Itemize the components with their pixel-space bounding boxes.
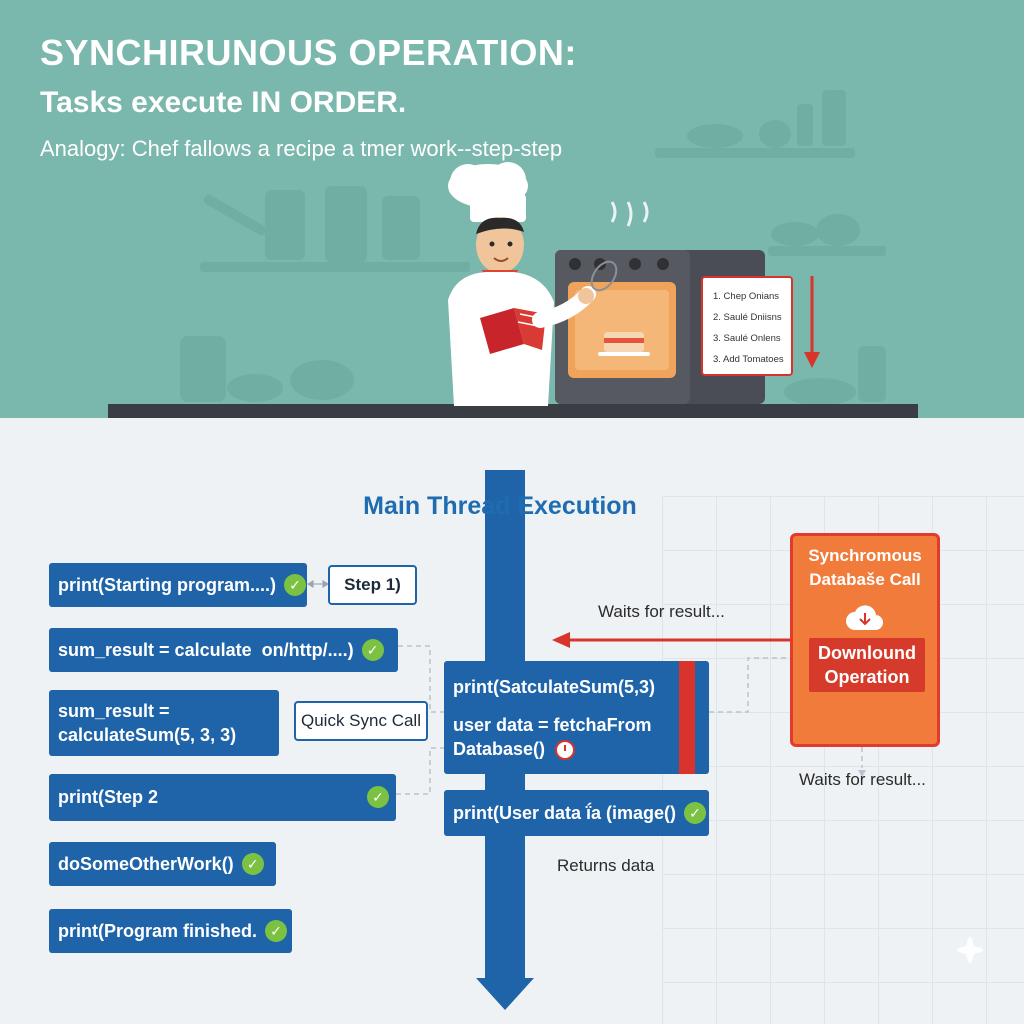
code-step-text: sum_result = calculateSum(5, 3, 3) — [58, 701, 237, 745]
bowl-2 — [759, 120, 791, 148]
code-step-print-step2: print(Step 2 — [49, 774, 396, 821]
dashed-connectors — [396, 645, 863, 795]
execution-diagram: Main Thread Execution print(Starting pro… — [0, 418, 1024, 1024]
pot-right-2 — [816, 214, 860, 246]
page-title: SYNCHIRUNOUS OPERATION: — [40, 32, 577, 73]
chef-figure — [448, 162, 618, 406]
waits-label-top: Waits for result... — [598, 602, 725, 621]
shelf-right-top — [655, 148, 855, 158]
blocking-line-1: print(SatculateSum(5,3) — [453, 676, 656, 697]
pot-right — [771, 222, 819, 246]
jar-2 — [325, 186, 367, 262]
step-connector — [306, 579, 330, 589]
jar-1 — [265, 190, 305, 260]
blocking-line-3-wrap: Database() — [453, 737, 576, 761]
jar-3 — [382, 196, 420, 260]
code-step-text: sum_result = calculate on/http/....) — [58, 639, 354, 660]
bottle-2 — [822, 90, 846, 146]
step-1-text: Step 1) — [344, 575, 401, 594]
code-step-calculate: sum_result = calculate on/http/....) ✓ — [49, 628, 398, 672]
check-circle-icon: ✓ — [265, 920, 288, 942]
db-title-line-2: Databaše Call — [809, 570, 921, 589]
hero-banner: SYNCHIRUNOUS OPERATION: Tasks execute IN… — [0, 0, 1024, 418]
cloud-download-icon — [846, 605, 884, 631]
stopwatch-icon — [555, 739, 576, 760]
blocking-bar — [679, 661, 695, 774]
code-step-text: print(Step 2 — [58, 787, 159, 807]
recipe-step: 3. Saulé Onlens — [713, 333, 781, 344]
blocking-line-3: Database() — [453, 738, 546, 759]
background-shelves — [180, 90, 886, 406]
blocking-line-2: user data = fetchaFrom — [453, 714, 652, 735]
quick-sync-label: Quick Sync Call — [294, 701, 428, 741]
bottle-1 — [797, 104, 813, 146]
database-call-card: Synchromous Databaše Call Downlound Oper… — [790, 533, 940, 747]
pan-handle — [203, 194, 267, 236]
db-title-line-1: Synchromous — [808, 546, 922, 565]
recipe-card: 1. Chep Onians 2. Saulé Dniisns 3. Saulé… — [701, 276, 793, 376]
check-circle-icon: ✓ — [367, 786, 389, 808]
code-step-text: print(User data ḯa (image() — [453, 802, 677, 823]
main-thread-title: Main Thread Execution — [363, 492, 637, 520]
recipe-step: 2. Saulé Dniisns — [713, 312, 782, 323]
code-step-other-work: doSomeOtherWork() ✓ — [49, 842, 276, 886]
check-circle-icon: ✓ — [684, 802, 707, 824]
check-circle-icon: ✓ — [241, 853, 264, 875]
page-subtitle: Tasks execute IN ORDER. — [40, 86, 407, 119]
code-step-program-finished: print(Program finished. ✓ — [49, 909, 292, 953]
sparkle-icon — [957, 937, 983, 963]
shelf-left — [200, 262, 470, 272]
download-line-2: Operation — [824, 667, 910, 687]
bottle-low — [858, 346, 886, 402]
recipe-progress-arrow — [804, 276, 820, 368]
recipe-step: 1. Chep Onians — [713, 291, 780, 302]
download-line-1: Downlound — [818, 643, 916, 663]
shelf-right-mid — [768, 246, 886, 256]
recipe-step: 3. Add Tomatoes — [713, 354, 784, 365]
small-down-arrow — [858, 770, 866, 777]
db-card-title: Synchromous Databaše Call — [793, 544, 937, 592]
basket — [784, 378, 856, 406]
blocking-call-box: print(SatculateSum(5,3) user data = fetc… — [444, 661, 709, 774]
bowl-low-2 — [290, 360, 354, 400]
waits-label-bottom: Waits for result... — [799, 770, 926, 789]
analogy-text: Analogy: Chef fallows a recipe a tmer wo… — [40, 136, 563, 161]
bowl-low-1 — [227, 374, 283, 402]
code-step-sum-result: sum_result = calculateSum(5, 3, 3) — [49, 690, 279, 756]
check-circle-icon: ✓ — [284, 574, 306, 596]
check-circle-icon: ✓ — [361, 639, 384, 661]
quick-sync-text: Quick Sync Call — [301, 711, 421, 730]
code-step-text: doSomeOtherWork() — [58, 853, 234, 874]
arrow-left-icon — [552, 632, 790, 648]
bowl-1 — [687, 124, 743, 148]
step-1-label: Step 1) — [328, 565, 417, 605]
code-step-text: print(Starting program....) — [58, 574, 276, 595]
code-step-print-start: print(Starting program....) ✓ — [49, 563, 307, 607]
code-step-text: print(Program finished. — [58, 920, 258, 941]
counter-top — [108, 404, 918, 418]
download-operation-box: Downlound Operation — [809, 638, 925, 692]
returns-data-label: Returns data — [557, 856, 655, 875]
utensil-holder — [180, 336, 226, 402]
code-step-print-user-data: print(User data ḯa (image() ✓ — [444, 790, 709, 836]
